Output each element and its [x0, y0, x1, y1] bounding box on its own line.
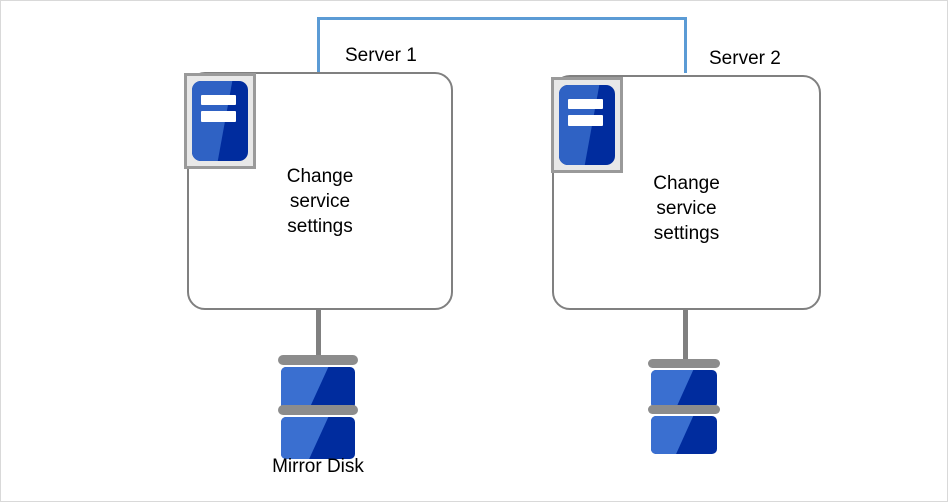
mirror-disk-icon — [648, 359, 720, 461]
disk-platter-upper — [651, 370, 717, 408]
disk-cap-top — [648, 359, 720, 368]
server-box-2-text: Change service settings — [653, 173, 720, 245]
server-1-disk-connector — [316, 310, 321, 358]
disk-platter-upper — [281, 367, 355, 409]
disk-cap-middle — [278, 405, 358, 415]
group-label-server-1: Server 1 — [345, 45, 417, 66]
mirror-disk-icon — [278, 355, 358, 465]
server-icon-bar-bottom — [200, 111, 236, 122]
bracket-left-leg — [317, 17, 320, 73]
bracket-right-leg — [684, 17, 687, 73]
bracket-top-line — [317, 17, 687, 20]
server-box-1-text: Change service settings — [286, 166, 354, 238]
server-icon-body — [192, 81, 248, 161]
server-icon-bar-top — [200, 94, 236, 105]
mirror-disk-label: Mirror Disk — [272, 456, 364, 477]
server-2-disk-connector — [683, 310, 688, 362]
server-box-2[interactable]: Change service settings — [552, 75, 821, 310]
disk-platter-lower — [281, 417, 355, 459]
disk-platter-lower — [651, 416, 717, 454]
server-icon-bar-bottom — [567, 115, 603, 126]
group-label-server-2: Server 2 — [709, 48, 781, 69]
server-icon — [184, 73, 256, 169]
server-icon-body — [559, 85, 615, 165]
server-icon-bar-top — [567, 98, 603, 109]
disk-cap-top — [278, 355, 358, 365]
disk-cap-middle — [648, 405, 720, 414]
server-icon — [551, 77, 623, 173]
